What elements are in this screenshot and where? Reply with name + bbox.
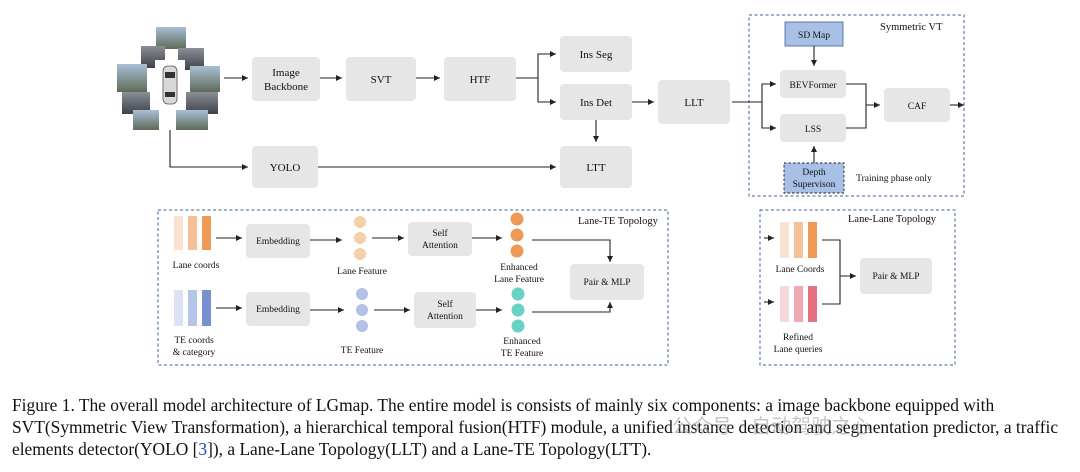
lane-lane-title: Lane-Lane Topology bbox=[848, 214, 937, 225]
self-attention-te-label-line1: Self bbox=[437, 299, 453, 310]
caption-text-part1: Figure 1. The overall model architecture… bbox=[12, 395, 1059, 459]
htf-label: HTF bbox=[470, 74, 491, 86]
refined-lane-queries-bars bbox=[780, 286, 817, 322]
enhanced-lane-label-line2: Lane Feature bbox=[494, 275, 544, 285]
depth-supervision-label-line1: Depth bbox=[802, 168, 825, 178]
bevformer-node: BEVFormer bbox=[780, 70, 846, 98]
lane-coords-bars-llt bbox=[780, 222, 817, 258]
main-edges bbox=[169, 51, 654, 170]
enhanced-lane-feature-dots bbox=[510, 212, 524, 258]
caption-citation-link[interactable]: 3 bbox=[198, 439, 208, 459]
caf-node: CAF bbox=[884, 88, 950, 122]
caf-label: CAF bbox=[908, 102, 926, 112]
symmetric-vt-panel: Symmetric VT SD Map BEVFormer LSS CAF De… bbox=[732, 14, 965, 197]
ins-det-label: Ins Det bbox=[580, 97, 612, 109]
te-feature-label: TE Feature bbox=[341, 346, 383, 356]
camera-montage-icon bbox=[117, 27, 220, 130]
image-backbone-node: Image Backbone bbox=[252, 57, 320, 101]
self-attention-te-label-line2: Attention bbox=[427, 312, 463, 322]
ins-seg-label: Ins Seg bbox=[580, 49, 613, 61]
refined-label-line1: Refined bbox=[783, 332, 813, 343]
depth-supervision-node: Depth Supervison bbox=[783, 162, 845, 194]
sd-map-node: SD Map bbox=[784, 21, 844, 47]
embedding-node-lane: Embedding bbox=[246, 224, 310, 258]
svt-node: SVT bbox=[346, 57, 416, 101]
ltt-node: LTT bbox=[560, 146, 632, 188]
te-coords-label-line2: & category bbox=[173, 348, 216, 358]
lane-lane-topology-panel: Lane-Lane Topology Lane Coords Refined L… bbox=[759, 209, 956, 366]
te-coords-label-line1: TE coords bbox=[174, 336, 214, 346]
lss-label: LSS bbox=[805, 125, 821, 135]
lane-te-topology-panel: Lane-TE Topology Lane coords Embedding L… bbox=[157, 209, 669, 366]
yolo-node: YOLO bbox=[252, 146, 318, 188]
embedding-node-te: Embedding bbox=[246, 292, 310, 326]
lane-coords-bars bbox=[174, 216, 211, 250]
image-backbone-label-line1: Image bbox=[272, 67, 300, 79]
enhanced-te-feature-dots bbox=[511, 287, 525, 333]
training-phase-note: Training phase only bbox=[856, 174, 932, 184]
lane-coords-label: Lane coords bbox=[173, 261, 220, 271]
figure-caption: Figure 1. The overall model architecture… bbox=[12, 394, 1074, 460]
self-attention-node-lane: Self Attention bbox=[408, 222, 472, 256]
pair-mlp-node-llt: Pair & MLP bbox=[860, 258, 932, 294]
pair-mlp-lte-label: Pair & MLP bbox=[584, 278, 631, 288]
ins-seg-node: Ins Seg bbox=[560, 36, 632, 72]
enhanced-lane-label-line1: Enhanced bbox=[500, 263, 538, 273]
lane-feature-label: Lane Feature bbox=[337, 267, 387, 277]
te-coords-bars bbox=[174, 290, 211, 326]
lane-feature-dots bbox=[354, 216, 366, 260]
depth-supervision-label-line2: Supervison bbox=[793, 180, 836, 190]
embedding-lane-label: Embedding bbox=[256, 237, 300, 247]
llt-label: LLT bbox=[684, 97, 703, 109]
llt-node: LLT bbox=[658, 80, 730, 124]
architecture-diagram: Image Backbone SVT HTF Ins Seg Ins Det L… bbox=[117, 14, 965, 366]
wechat-watermark: 公众号 · 自动驾驶之心 bbox=[672, 414, 872, 438]
self-attention-node-te: Self Attention bbox=[414, 292, 476, 328]
yolo-label: YOLO bbox=[270, 162, 301, 174]
lane-coords-llt-label: Lane Coords bbox=[776, 265, 825, 275]
ltt-label: LTT bbox=[586, 162, 605, 174]
image-backbone-label-line2: Backbone bbox=[264, 81, 308, 93]
embedding-te-label: Embedding bbox=[256, 305, 300, 315]
te-feature-dots bbox=[356, 288, 368, 332]
pair-mlp-node-lte: Pair & MLP bbox=[570, 264, 644, 300]
pair-mlp-llt-label: Pair & MLP bbox=[873, 272, 920, 282]
caption-text-part2: ]), a Lane-Lane Topology(LLT) and a Lane… bbox=[207, 439, 652, 459]
sd-map-label: SD Map bbox=[798, 31, 830, 41]
ins-det-node: Ins Det bbox=[560, 84, 632, 120]
enhanced-te-label-line1: Enhanced bbox=[503, 337, 541, 347]
self-attention-lane-label-line2: Attention bbox=[422, 241, 458, 251]
htf-node: HTF bbox=[444, 57, 516, 101]
refined-label-line2: Lane queries bbox=[774, 345, 823, 355]
lane-te-title: Lane-TE Topology bbox=[578, 216, 659, 227]
svt-label: SVT bbox=[371, 74, 392, 86]
lss-node: LSS bbox=[780, 114, 846, 142]
bevformer-label: BEVFormer bbox=[790, 81, 838, 91]
symmetric-vt-title: Symmetric VT bbox=[880, 22, 943, 33]
self-attention-lane-label-line1: Self bbox=[432, 228, 448, 239]
enhanced-te-label-line2: TE Feature bbox=[501, 349, 543, 359]
